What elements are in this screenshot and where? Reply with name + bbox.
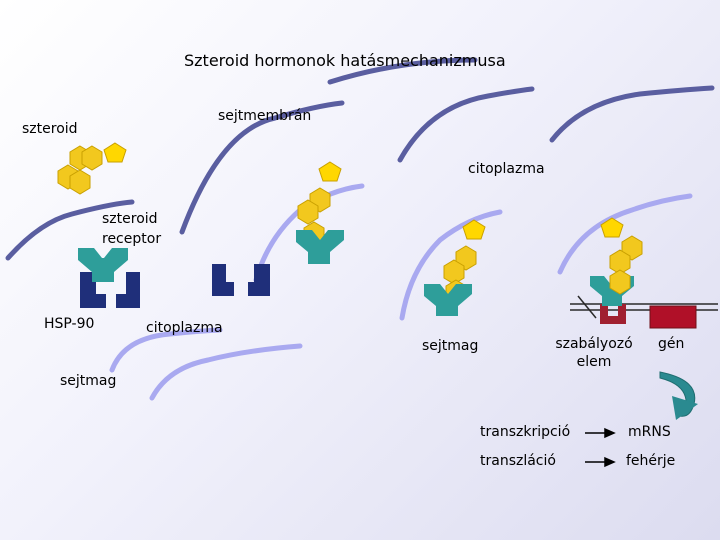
hsp90-left	[80, 272, 106, 308]
transcription-curve-arrow	[659, 371, 698, 420]
hsp90-complex	[78, 248, 140, 308]
hsp90-label: HSP-90	[44, 316, 95, 332]
steroid-molecule	[57, 142, 127, 195]
regulatory-element-complex	[590, 217, 643, 324]
cytoplasm-bottom-label: citoplazma	[146, 320, 223, 336]
nucleus-left-label: sejtmag	[60, 373, 117, 389]
membrane-label: sejtmembrán	[218, 108, 312, 124]
steroid-label: szteroid	[22, 121, 78, 137]
protein-label: fehérje	[626, 453, 676, 469]
gene-box	[649, 305, 697, 329]
nuclear-membrane	[109, 183, 693, 401]
gene-label: gén	[658, 336, 685, 352]
transcription-label: transzkripció	[480, 424, 571, 440]
regulator-label: szabályozó elem	[555, 336, 633, 370]
cell-membrane-top	[5, 57, 715, 261]
steroid-receptor-complex-1	[296, 161, 344, 264]
translation-label: transzláció	[480, 453, 556, 469]
process-arrows	[585, 427, 616, 468]
cytoplasm-top-label: citoplazma	[468, 161, 545, 177]
receptor-label: szteroid receptor	[102, 211, 162, 248]
hsp90-right	[116, 272, 140, 308]
steroid-receptor-complex-2	[424, 219, 486, 316]
nucleus-mid-label: sejtmag	[422, 338, 479, 354]
free-hsp90	[212, 264, 270, 296]
receptor-left	[78, 248, 128, 282]
diagram-title: Szteroid hormonok hatásmechanizmusa	[184, 51, 506, 70]
mrna-label: mRNS	[628, 424, 671, 440]
